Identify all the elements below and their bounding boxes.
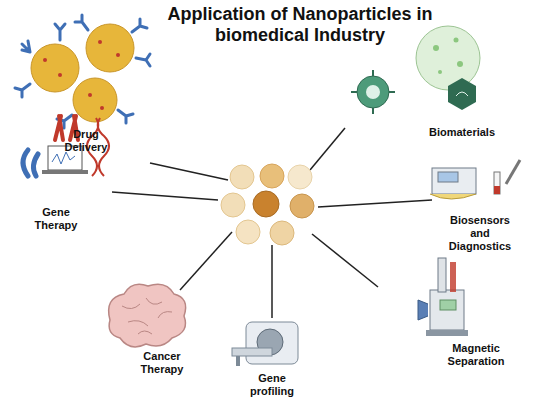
- category-label: Magnetic Separation: [440, 342, 512, 368]
- category-label: Gene Therapy: [28, 206, 84, 232]
- category-label: Drug Delivery: [58, 128, 114, 154]
- title: Application of Nanoparticles in biomedic…: [150, 4, 450, 46]
- magnetic-separation-icon: [418, 258, 468, 336]
- category-label: Gene profiling: [242, 372, 302, 398]
- cancer-therapy-icon: [109, 284, 186, 347]
- nanoparticle-cluster: [221, 164, 314, 245]
- category-label: Cancer Therapy: [134, 350, 190, 376]
- drug-delivery-icon: [15, 15, 150, 128]
- category-label: Biomaterials: [422, 126, 502, 139]
- category-label: Biosensors and Diagnostics: [444, 214, 516, 253]
- biosensor-icon: [430, 160, 520, 199]
- mri-scanner-icon: [232, 322, 298, 366]
